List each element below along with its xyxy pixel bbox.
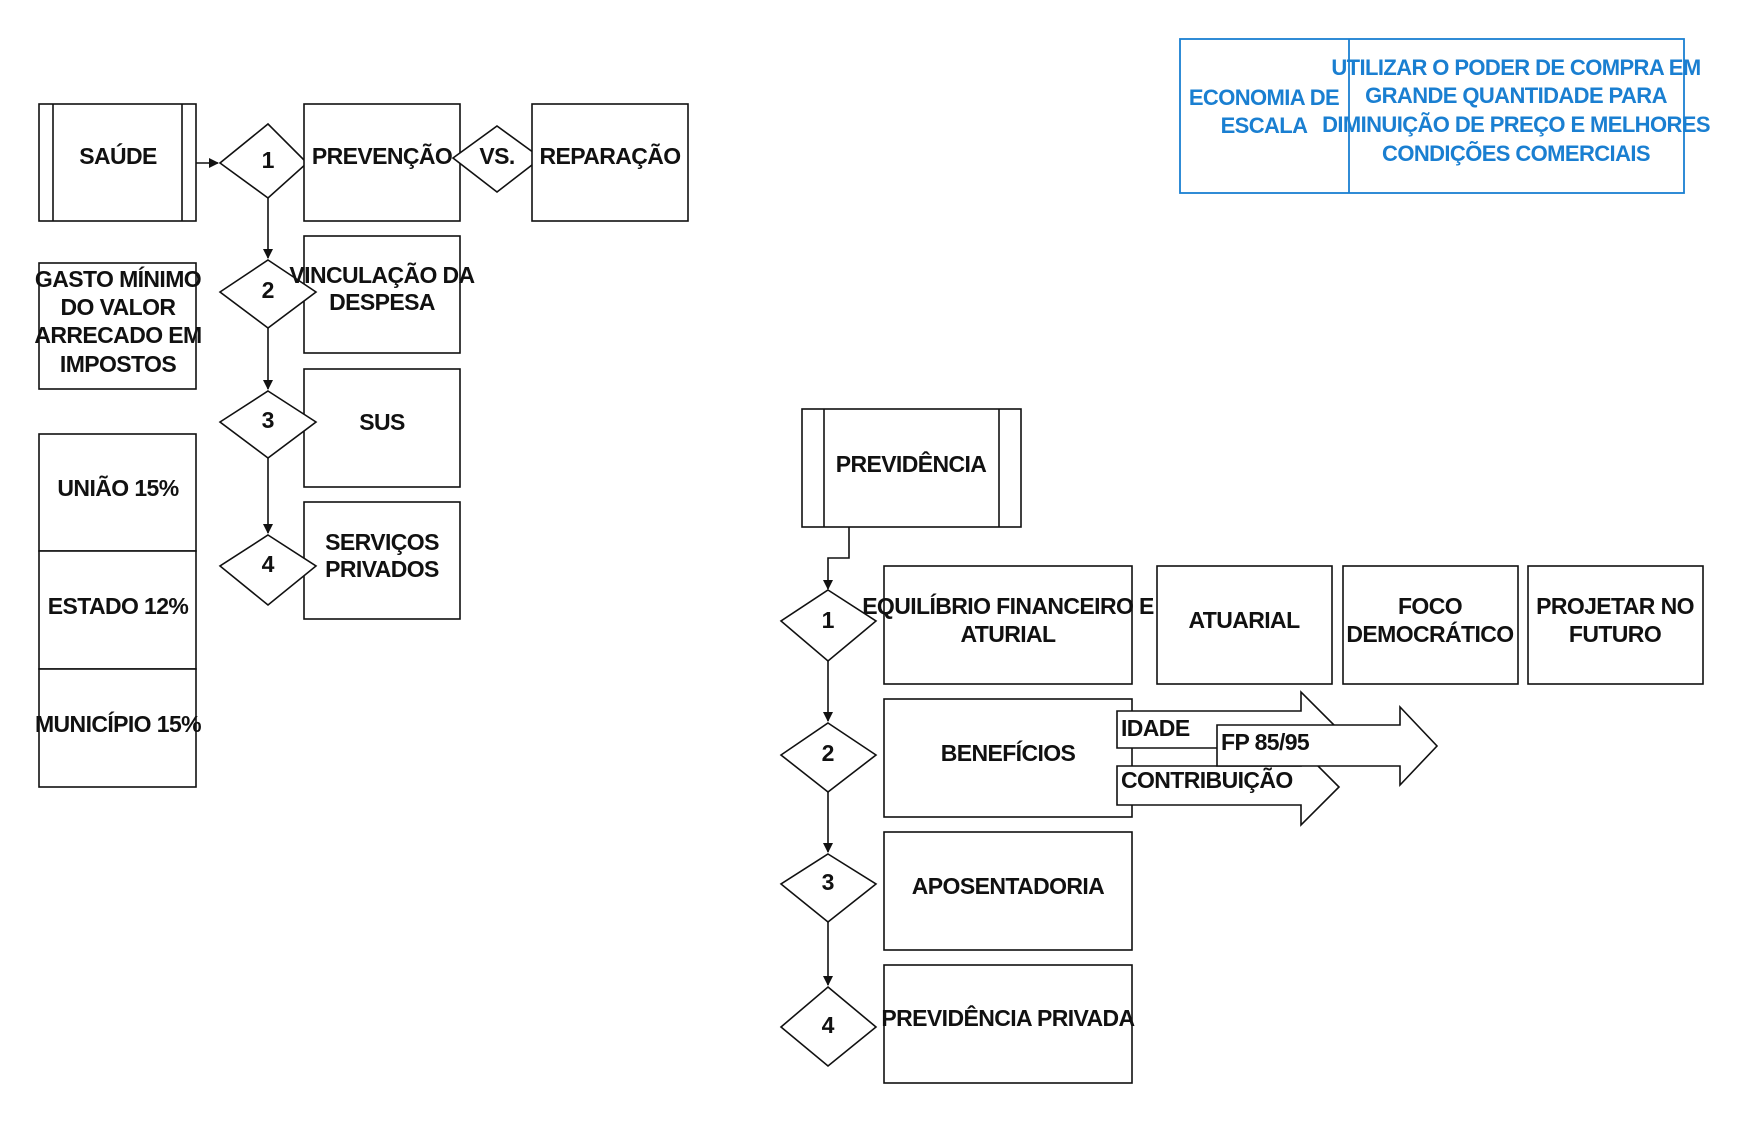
gasto-minimo-line4: IMPOSTOS	[60, 351, 176, 377]
saude-step-4-label-line2: PRIVADOS	[325, 556, 439, 582]
foco-democratico-line1: FOCO	[1398, 593, 1462, 619]
previdencia-step-4-label: PREVIDÊNCIA PRIVADA	[881, 1004, 1134, 1031]
share-municipio-box	[38, 668, 197, 788]
previdencia-decision-2	[779, 722, 878, 794]
saude-step-1-box	[303, 103, 461, 222]
share-municipio-label: MUNICÍPIO 15%	[35, 710, 201, 737]
previdencia-step-1-number: 1	[822, 607, 835, 633]
previdencia-title-box: PREVIDÊNCIA	[801, 408, 1022, 528]
previdencia-step-2-box	[883, 698, 1133, 818]
saude-decision-4	[218, 534, 318, 607]
previdencia-step-2-number: 2	[822, 740, 835, 766]
foco-democratico-box	[1342, 565, 1519, 685]
previdencia-decision-3	[779, 853, 878, 924]
gasto-minimo-line1: GASTO MÍNIMO	[35, 265, 201, 292]
previdencia-step-3-number: 3	[822, 869, 835, 895]
gasto-minimo-line3: ARRECADO EM	[34, 322, 201, 348]
previdencia-step-2-label: BENEFÍCIOS	[941, 739, 1076, 766]
previdencia-step-1-label-line1: EQUILÍBRIO FINANCEIRO E	[862, 592, 1154, 619]
projetar-futuro-line2: FUTURO	[1569, 621, 1661, 647]
economia-right-line2: GRANDE QUANTIDADE PARA	[1365, 83, 1667, 108]
reparacao-label: REPARAÇÃO	[539, 142, 680, 169]
previdencia-step-3-label: APOSENTADORIA	[912, 873, 1104, 899]
economia-right-line1: UTILIZAR O PODER DE COMPRA EM	[1331, 55, 1700, 80]
fp-85-95-arrow	[1216, 704, 1439, 788]
economia-left-line2: ESCALA	[1221, 113, 1309, 138]
gasto-minimo-line2: DO VALOR	[61, 294, 177, 320]
previdencia-to-step1-connector	[823, 527, 850, 590]
saude-decision-3	[218, 390, 318, 459]
atuarial-label: ATUARIAL	[1188, 607, 1300, 633]
previdencia-step-4-box	[883, 964, 1133, 1084]
previdencia-step-1-label-line2: ATURIAL	[960, 621, 1056, 647]
idade-label: IDADE	[1121, 715, 1190, 741]
previdencia-title: PREVIDÊNCIA	[836, 450, 987, 477]
economia-right-line3: DIMINUIÇÃO DE PREÇO E MELHORES	[1322, 112, 1710, 137]
saude-step-4-number: 4	[262, 551, 275, 577]
saude-step-2-label-line1: VINCULAÇÃO DA	[289, 261, 474, 288]
saude-step-2-label-line2: DESPESA	[329, 289, 435, 315]
atuarial-box	[1156, 565, 1333, 685]
economia-left-line1: ECONOMIA DE	[1189, 85, 1339, 110]
previdencia-step-1-box	[883, 565, 1133, 685]
saude-step-4-label-line1: SERVIÇOS	[325, 529, 439, 555]
saude-title: SAÚDE	[79, 142, 157, 169]
contribuicao-label: CONTRIBUIÇÃO	[1121, 766, 1293, 793]
fp-85-95-label: FP 85/95	[1221, 729, 1310, 755]
share-estado-label: ESTADO 12%	[48, 593, 189, 619]
versus-diamond	[451, 125, 543, 194]
gasto-minimo-box	[38, 262, 197, 390]
foco-democratico-line2: DEMOCRÁTICO	[1346, 620, 1513, 647]
saude-step-1-number: 1	[262, 147, 275, 173]
saude-decision-2	[218, 259, 318, 329]
economia-right-line4: CONDIÇÕES COMERCIAIS	[1382, 141, 1650, 166]
versus-label: VS.	[479, 143, 514, 169]
saude-step-3-box	[303, 368, 461, 488]
previdencia-decision-4	[779, 985, 878, 1068]
previdencia-step-4-number: 4	[822, 1012, 835, 1038]
saude-step-1-label: PREVENÇÃO	[312, 142, 452, 169]
saude-step-3-number: 3	[262, 407, 275, 433]
share-uniao-label: UNIÃO 15%	[57, 474, 178, 501]
saude-title-box: SAÚDE	[38, 103, 197, 222]
saude-step-3-label: SUS	[359, 409, 405, 435]
share-estado-box	[38, 550, 197, 670]
projetar-futuro-line1: PROJETAR NO	[1536, 593, 1694, 619]
projetar-futuro-box	[1527, 565, 1704, 685]
reparacao-box	[531, 103, 689, 222]
previdencia-step-3-box	[883, 831, 1133, 951]
economia-box	[1179, 38, 1685, 194]
saude-step-2-number: 2	[262, 277, 275, 303]
